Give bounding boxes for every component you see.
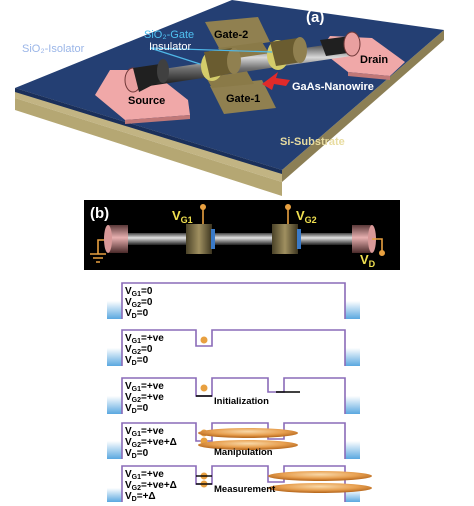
insulator-pointer bbox=[149, 47, 201, 65]
stage-caption: Initialization bbox=[214, 396, 269, 407]
source-pad bbox=[95, 70, 190, 120]
drain-label: Drain bbox=[360, 54, 388, 66]
drain-pad-edge bbox=[348, 72, 390, 80]
potential-profile bbox=[121, 377, 346, 414]
electron-dot bbox=[200, 384, 208, 392]
electron-dot bbox=[200, 336, 208, 344]
potential-stages: VG1=0VG2=0VD=0VG1=+veVG2=0VD=0VG1=+veVG2… bbox=[107, 282, 372, 503]
voltage-condition: VG1=0 bbox=[125, 286, 153, 298]
vg2-terminal-dot bbox=[285, 204, 291, 210]
wavefunction-lobe bbox=[268, 483, 372, 493]
ground-icon bbox=[90, 253, 106, 263]
gate1-cylinder-end bbox=[227, 48, 241, 74]
drain-reservoir bbox=[345, 490, 360, 502]
nanowire-label: GaAs-Nanowire bbox=[292, 81, 374, 93]
voltage-condition: VG1=+ve bbox=[125, 426, 164, 438]
voltage-condition: VD=0 bbox=[125, 355, 149, 367]
drain-reservoir bbox=[345, 441, 360, 459]
substrate-label: Si-Substrate bbox=[280, 136, 345, 148]
vg1-label: VG1 bbox=[172, 208, 193, 225]
source-reservoir bbox=[107, 348, 122, 366]
potential-profile bbox=[121, 282, 346, 319]
source-reservoir bbox=[107, 301, 122, 319]
substrate-front-lower bbox=[15, 98, 282, 196]
voltage-condition: VD=0 bbox=[125, 448, 149, 460]
vd-terminal-dot bbox=[379, 250, 385, 256]
voltage-condition: VD=0 bbox=[125, 403, 149, 415]
voltage-condition: VG1=+ve bbox=[125, 381, 164, 393]
panel-b-source-pad bbox=[108, 225, 128, 253]
panel-b: (b) VG1 VG2 VD bbox=[84, 200, 400, 270]
wavefunction-lobe bbox=[198, 440, 298, 450]
source-reservoir bbox=[107, 441, 122, 459]
panel-b-drain-pad bbox=[352, 225, 372, 253]
panel-b-tag: (b) bbox=[90, 205, 109, 222]
voltage-condition: VG1=+ve bbox=[125, 333, 164, 345]
panel-a-tag: (a) bbox=[306, 9, 324, 26]
drain-reservoir bbox=[345, 301, 360, 319]
drain-reservoir bbox=[345, 348, 360, 366]
gate-insulator-label-1: SiO₂-Gate bbox=[144, 29, 194, 41]
panel-b-nanowire bbox=[125, 233, 360, 245]
voltage-condition: VG2=0 bbox=[125, 297, 153, 309]
stage-caption: Measurement bbox=[214, 484, 276, 495]
voltage-condition: VD=0 bbox=[125, 308, 149, 320]
vd-label: VD bbox=[360, 252, 376, 269]
drain-reservoir bbox=[345, 396, 360, 414]
panel-b-gate1 bbox=[186, 224, 212, 254]
gate1-pad bbox=[210, 80, 276, 114]
source-reservoir bbox=[107, 488, 122, 502]
source-label: Source bbox=[128, 95, 165, 107]
potential-profile bbox=[121, 422, 346, 459]
source-contact-end bbox=[157, 59, 169, 83]
stage-caption: Manipulation bbox=[214, 447, 273, 458]
potential-profile bbox=[121, 465, 346, 502]
potential-profile bbox=[121, 329, 346, 366]
source-reservoir bbox=[107, 396, 122, 414]
voltage-condition: VG2=+ve bbox=[125, 392, 164, 404]
gate2-pad bbox=[205, 17, 270, 50]
insulator-pointer-2 bbox=[149, 47, 273, 53]
gate2-label: Gate-2 bbox=[214, 29, 248, 41]
gate1-label: Gate-1 bbox=[226, 93, 260, 105]
wavefunction-lobe bbox=[268, 471, 372, 481]
gate-insulator-label-2: Insulator bbox=[149, 41, 192, 53]
source-pad-edge bbox=[125, 115, 190, 124]
vg2-label: VG2 bbox=[296, 208, 317, 225]
gate2-cylinder-end bbox=[293, 37, 307, 63]
nanowire-arrow bbox=[262, 72, 290, 90]
voltage-condition: VG2=+ve+Δ bbox=[125, 437, 177, 449]
panel-b-source-end bbox=[104, 225, 112, 253]
panel-a: (a) SiO₂-Isolator SiO₂-Gate Insulator Ga… bbox=[15, 0, 444, 196]
wavefunction-lobe bbox=[198, 428, 298, 438]
vg1-terminal-dot bbox=[200, 204, 206, 210]
voltage-condition: VD=+Δ bbox=[125, 491, 156, 503]
panel-b-gate2 bbox=[272, 224, 298, 254]
isolator-label: SiO₂-Isolator bbox=[22, 43, 85, 55]
panel-b-gate1-insulator bbox=[211, 229, 215, 249]
voltage-condition: VG1=+ve bbox=[125, 469, 164, 481]
isolator-front-edge bbox=[15, 88, 282, 174]
voltage-condition: VG2=0 bbox=[125, 344, 153, 356]
substrate-right-face bbox=[282, 30, 444, 182]
panel-b-gate2-insulator bbox=[297, 229, 301, 249]
vd-terminal-line bbox=[372, 238, 383, 252]
voltage-condition: VG2=+ve+Δ bbox=[125, 480, 177, 492]
drain-cap bbox=[343, 31, 361, 57]
